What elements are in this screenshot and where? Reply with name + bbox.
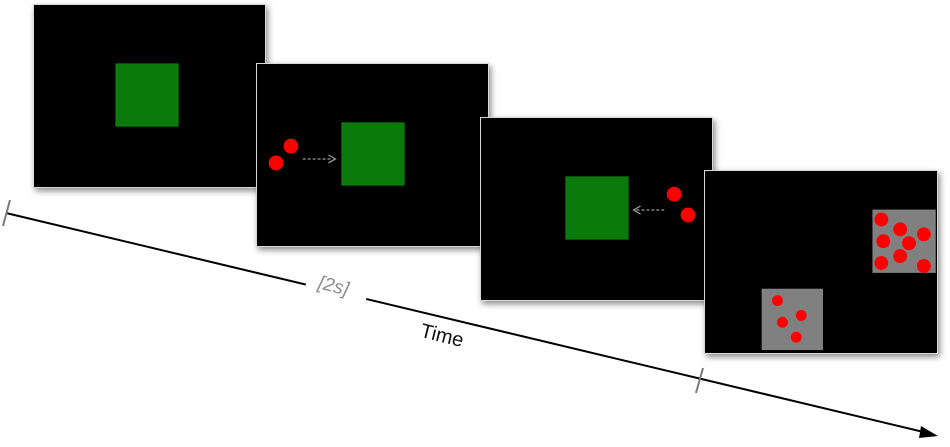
red-dot	[874, 212, 889, 227]
red-dot	[790, 331, 802, 343]
frame-3-dots-from-right	[480, 117, 713, 301]
arrow-head	[632, 205, 641, 215]
red-dot	[772, 295, 783, 307]
red-dot	[893, 249, 908, 263]
frame-1-fixation	[33, 4, 266, 188]
red-dot	[874, 256, 889, 270]
timeline-line	[5, 212, 933, 435]
red-dot	[916, 259, 931, 273]
red-dot	[876, 234, 891, 249]
frame-2-dots-from-left	[256, 63, 489, 247]
red-dot	[268, 155, 284, 171]
timeline-arrowhead	[919, 426, 938, 438]
green-square	[565, 176, 629, 240]
timeline-start-tick	[2, 199, 11, 227]
red-dot	[795, 309, 807, 321]
green-square	[341, 122, 405, 186]
red-dot	[680, 207, 696, 223]
red-dot	[916, 227, 931, 242]
red-dot	[902, 236, 916, 251]
red-dot	[776, 316, 788, 328]
arrow-head	[328, 154, 337, 164]
red-dot	[893, 222, 908, 237]
timeline-end-tick	[695, 367, 704, 394]
red-dot	[666, 186, 682, 202]
green-square	[115, 63, 179, 127]
frame-4-response-patches	[704, 170, 938, 354]
red-dot	[283, 138, 299, 154]
